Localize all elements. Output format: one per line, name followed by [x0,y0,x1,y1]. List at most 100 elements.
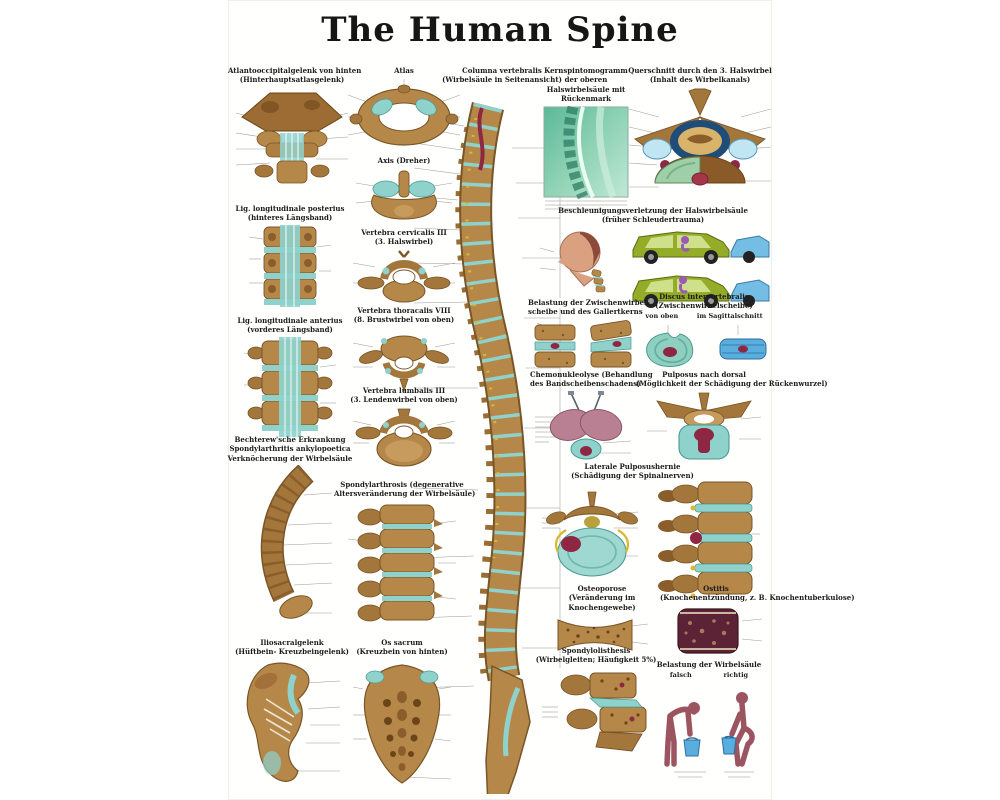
bifid-spinous-process [398,250,410,258]
vertebral-artery-right [728,138,758,160]
posterior-ligament-band [280,224,300,307]
spinous-process [698,392,710,410]
jaw [569,269,595,287]
heading-line: (Veränderung im [568,593,636,603]
section-heading: Beschleunigungsverletzung der Halswirbel… [528,206,778,225]
sacral-foramina [383,698,421,757]
section-axis: Axis (Dreher) [352,156,456,225]
section-heading: Spondylolisthesis (Wirbelgleiten; Häufig… [534,646,658,665]
car-crash-row-2 [632,275,770,308]
section-spondylarthrosis: Spondylarthrosis (degenerative Altersver… [334,480,475,629]
heading-line: (3. Lendenwirbel von oben) [350,395,458,405]
section-heading: Discus intervertebralis (Zwischenwirbels… [636,292,772,311]
vertebra-cervicalis-illustration [353,250,455,303]
section-heading: Chemonukleolyse (Behandlung des Bandsche… [530,370,653,389]
disc-load-illustration [534,319,632,368]
label-right: richtig [723,671,749,680]
discus-label-sagittal: im Sagittalschnitt [696,311,763,320]
pulposus-illustration [647,392,762,460]
discus-sublabels: von oben im Sagittalschnitt [636,311,772,321]
section-heading: Vertebra thoracalis VIII (8. Brustwirbel… [344,306,464,325]
discus-label-top-view: von oben [645,311,679,320]
vertebral-bodies [461,102,525,681]
section-os-sacrum: Os sacrum (Kreuzbein von hinten) [340,638,464,789]
heading-line: Lig. longitudinale anterius [237,316,343,325]
driver [681,236,689,244]
heading-line: Vertebra cervicalis III [361,228,447,237]
heading-line: Osteoporose [577,584,627,593]
section-lig-posterius: Lig. longitudinale posterius (hinteres L… [228,204,352,307]
heading-line: (Zwischenwirbelscheibe) [655,301,753,311]
heading-line: Lig. longitudinale posterius [235,204,345,213]
lig-posterius-illustration [249,224,331,307]
spinous-process [587,491,597,507]
heading-line: Belastung der Zwischenwirbel- [528,298,650,307]
iliosacral-illustration [246,662,341,782]
nucleus-pulposus [691,172,709,186]
nucleus-sagittal [738,345,748,353]
section-spondylolisthesis: Spondylolisthesis (Wirbelgleiten; Häufig… [534,646,658,755]
heading-line: (Hüftbein- Kreuzbeingelenk) [235,647,349,657]
neural-arch [563,506,621,521]
section-discus: Discus intervertebralis (Zwischenwirbels… [636,292,772,373]
heading-line: (3. Halswirbel) [374,237,434,247]
section-belastung-discus: Belastung der Zwischenwirbel- scheibe un… [528,298,650,373]
section-heading: Os sacrum (Kreuzbein von hinten) [340,638,464,657]
sacroiliac-joint-cartilage [287,673,301,715]
section-heading: Osteoporose (Veränderung im Knochengeweb… [552,584,652,612]
heading-line: Discus intervertebralis [659,292,749,301]
auricular-cartilage-left [365,670,385,684]
cervical-spine [591,269,606,293]
sacrum-bone [363,664,441,784]
car-crash-illustration [632,231,770,308]
section-chemonukleolyse: Chemonukleolyse (Behandlung des Bandsche… [530,370,653,465]
nucleus-herniation-stem [698,436,710,453]
atlantooccipital-illustration [236,92,348,184]
axis-caption: Axis (Dreher) [377,156,431,165]
sacrum-slope [595,731,643,752]
section-heading: Lig. longitudinale posterius (hinteres L… [228,204,352,223]
section-ostitis: Ostitis (Knochenentzündung, z. B. Knoche… [660,584,855,657]
disc-load-flexed [590,319,632,368]
spinal-nerves [465,117,500,559]
figure-right-lifting [729,692,755,767]
heading-line: (vorderes Längsband) [247,325,333,335]
nucleus-top-view [663,346,677,357]
section-heading: Kernspintomogramm der oberen Halswirbels… [536,66,636,104]
section-heading: Vertebra cervicalis III (3. Halswirbel) [346,228,462,247]
atlas-illustration [348,79,460,147]
heading-line: der oberen [564,75,608,85]
mri-spinal-cord [576,106,595,198]
section-heading: Belastung der Zwischenwirbel- scheibe un… [528,298,650,317]
lumbar-segment [357,504,443,622]
heading-line: (8. Brustwirbel von oben) [353,315,455,325]
lig-anterius-illustration [244,336,336,437]
section-heading: Laterale Pulposushernie (Schädigung der … [550,462,715,481]
columna-illustration-panel [412,86,564,794]
gray-matter [687,134,713,144]
nose [558,258,566,266]
section-laterale-hernie-heading: Laterale Pulposushernie (Schädigung der … [550,462,715,481]
sacrum [279,595,313,620]
section-querschnitt: Querschnitt durch den 3. Halswirbel (Inh… [626,66,774,211]
heading-line: (Hinterhauptsatlasgelenk) [239,75,345,85]
heading-line: (hinteres Längsband) [247,213,333,223]
section-heading: Querschnitt durch den 3. Halswirbel (Inh… [626,66,774,85]
spinal-cord [584,516,600,528]
sacrum-coccyx [485,664,531,794]
heading-line: (Möglichkeit der Schädigung der Rückenwu… [636,379,828,389]
vertebral-artery [477,107,485,171]
laterale-hernie-side-view-panel [652,476,762,604]
spondylolisthesis-illustration [542,672,647,752]
heading-line: Vertebra thoracalis VIII [357,306,451,315]
head-profile-illustration [540,231,606,293]
spinal-nerve-right [617,528,630,553]
heading-line: (früher Schleudertrauma) [601,215,705,225]
fused-spine [262,465,313,602]
section-vertebra-lumbalis: Vertebra lumbalis III (3. Lendenwirbel v… [344,386,464,471]
osteophyte [434,542,443,551]
vertebral-foramen [394,356,414,370]
neural-arch [382,361,426,379]
hernia-top-view-illustration [542,491,639,577]
chemonukleolyse-illustration [535,390,632,460]
